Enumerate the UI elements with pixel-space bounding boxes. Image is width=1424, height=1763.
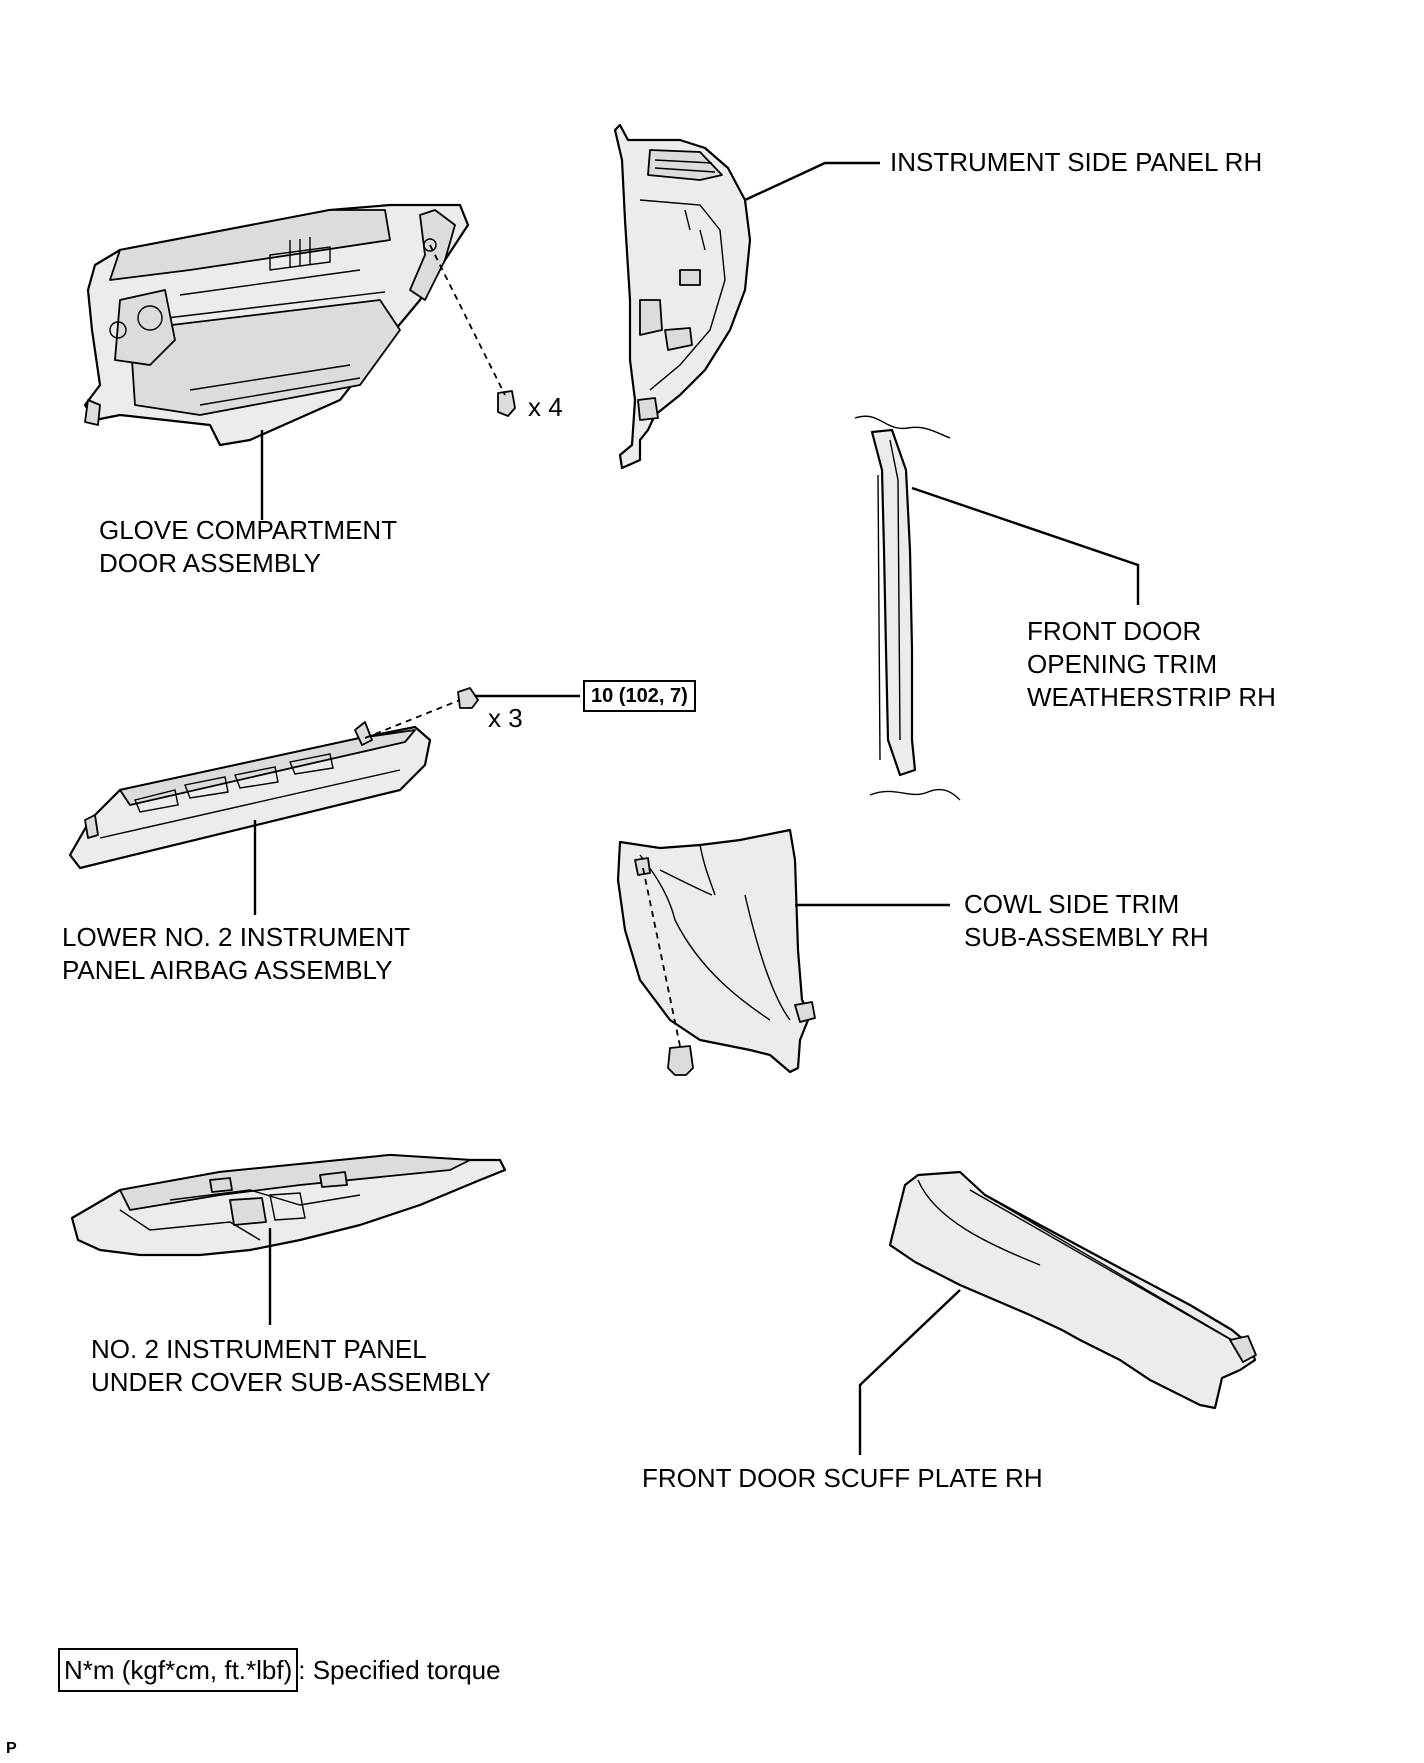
cowl-trim-label-line1: COWL SIDE TRIM: [964, 889, 1180, 919]
glove-compartment-illustration: [83, 203, 516, 447]
cowl-trim-label-line2: SUB-ASSEMBLY RH: [964, 922, 1209, 952]
torque-legend-description: : Specified torque: [298, 1655, 501, 1685]
scuff-plate-illustration: [888, 1170, 1257, 1410]
airbag-fastener-qty: x 3: [488, 703, 523, 733]
weatherstrip-label-line3: WEATHERSTRIP RH: [1027, 682, 1276, 712]
torque-units-box: N*m (kgf*cm, ft.*lbf): [58, 1648, 299, 1692]
side-panel-illustration: [613, 123, 752, 470]
instrument-side-panel-label: INSTRUMENT SIDE PANEL RH: [890, 147, 1263, 177]
under-cover-label-line2: UNDER COVER SUB-ASSEMBLY: [91, 1367, 491, 1397]
weatherstrip-label-line1: FRONT DOOR: [1027, 616, 1202, 646]
airbag-torque-spec: 10 (102, 7): [583, 680, 696, 712]
scuff-plate-label: FRONT DOOR SCUFF PLATE RH: [642, 1463, 1043, 1493]
glove-fastener-qty: x 4: [528, 392, 563, 422]
under-cover-illustration: [70, 1153, 507, 1257]
airbag-label-line2: PANEL AIRBAG ASSEMBLY: [62, 955, 393, 985]
under-cover-label-line1: NO. 2 INSTRUMENT PANEL: [91, 1334, 427, 1364]
glove-compartment-label-line2: DOOR ASSEMBLY: [99, 548, 322, 578]
scuff-plate-leader-line: [858, 1289, 961, 1455]
airbag-label-line1: LOWER NO. 2 INSTRUMENT: [62, 922, 411, 952]
weatherstrip-label-line2: OPENING TRIM: [1027, 649, 1218, 679]
glove-compartment-label-line1: GLOVE COMPARTMENT: [99, 515, 398, 545]
weatherstrip-leader-line: [911, 486, 1140, 605]
airbag-illustration: [68, 687, 479, 870]
torque-legend: N*m (kgf*cm, ft.*lbf): Specified torque: [58, 1648, 501, 1692]
page-mark: P: [6, 1740, 17, 1757]
cowl-trim-illustration: [616, 828, 816, 1076]
weatherstrip-illustration: [854, 415, 961, 801]
side-panel-leader-line: [744, 161, 880, 202]
